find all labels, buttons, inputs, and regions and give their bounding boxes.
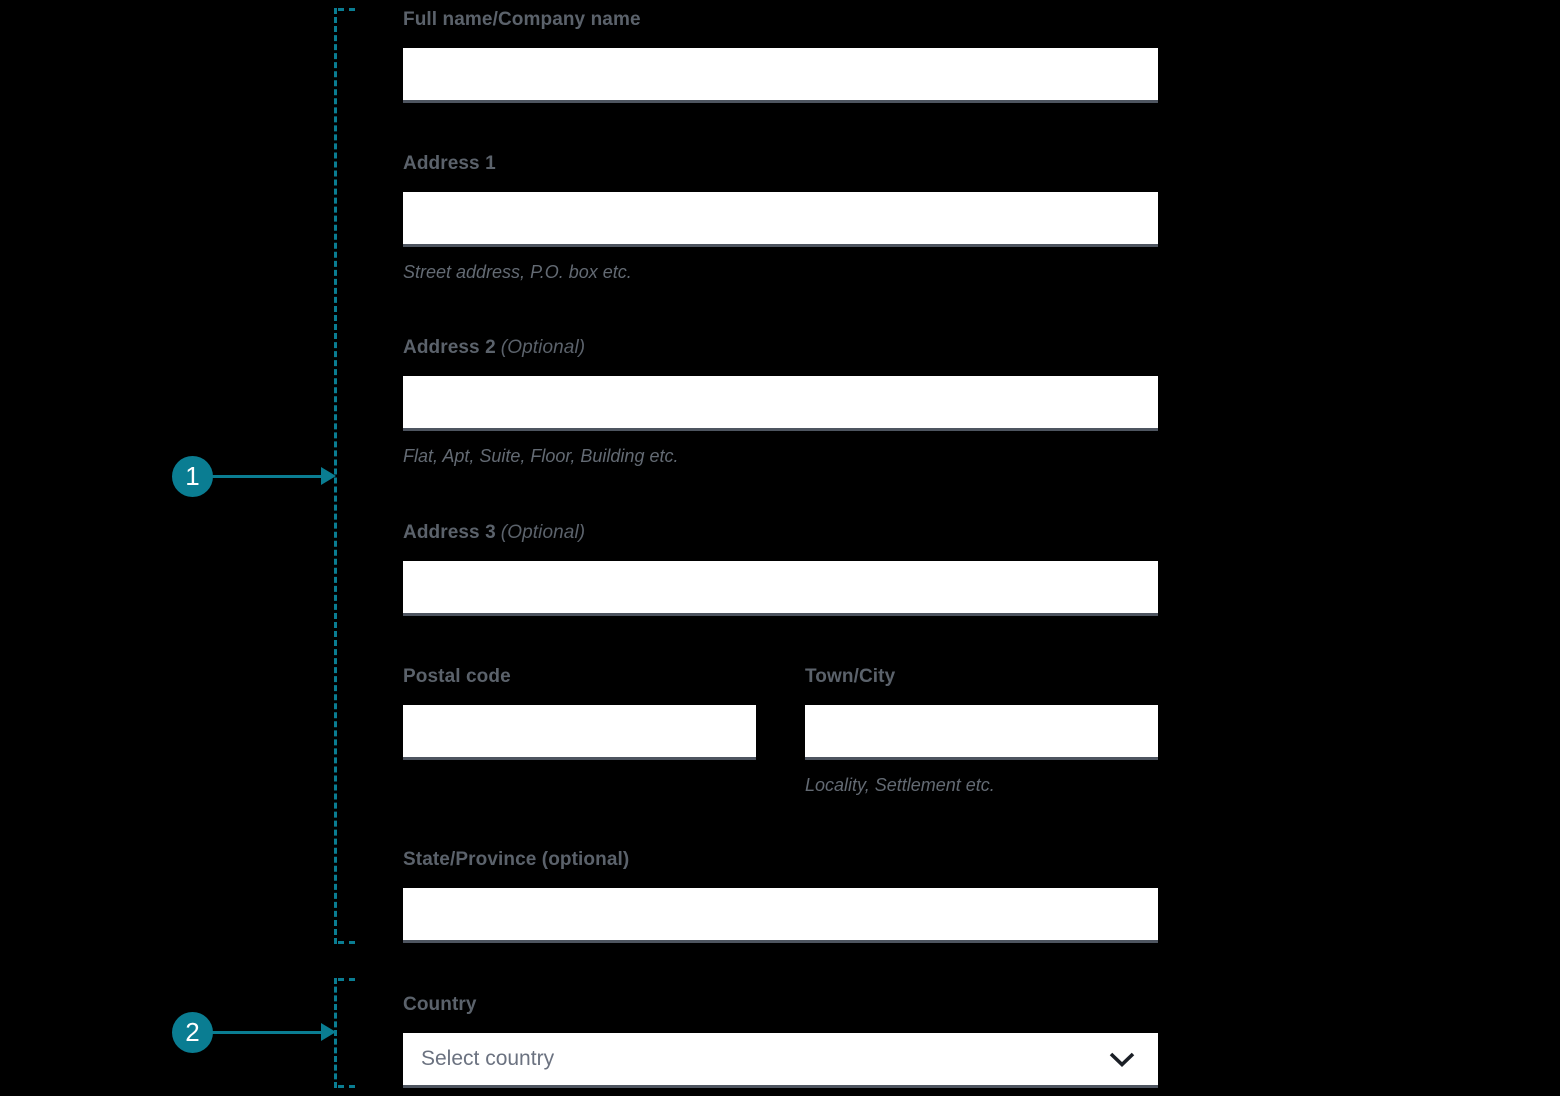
field-group-state-province: State/Province (optional) xyxy=(403,848,1158,943)
country-label: Country xyxy=(403,994,477,1015)
address3-label: Address 3(Optional) xyxy=(403,522,586,543)
chevron-down-icon xyxy=(1108,1051,1136,1068)
town-city-label: Town/City xyxy=(805,666,896,687)
section-bracket-1-bottom xyxy=(338,941,355,944)
address1-label: Address 1 xyxy=(403,153,496,174)
callout-marker-2-number: 2 xyxy=(185,1017,200,1047)
callout-marker-1: 1 xyxy=(172,456,213,497)
callout-arrow-2-head xyxy=(321,1023,336,1041)
callout-arrow-2 xyxy=(211,1031,322,1034)
address1-helper-text: Street address, P.O. box etc. xyxy=(403,262,632,282)
country-select[interactable]: Select country xyxy=(403,1033,1158,1088)
address1-input[interactable] xyxy=(403,192,1158,247)
section-bracket-2-bottom xyxy=(338,1085,355,1088)
section-bracket-2-top xyxy=(338,978,355,981)
address3-input[interactable] xyxy=(403,561,1158,616)
address2-label: Address 2(Optional) xyxy=(403,337,586,358)
postal-code-label: Postal code xyxy=(403,666,511,687)
field-group-full-name: Full name/Company name xyxy=(403,8,1158,103)
field-group-address2: Address 2(Optional) Flat, Apt, Suite, Fl… xyxy=(403,336,1158,467)
address2-optional-suffix: (Optional) xyxy=(500,337,586,358)
postal-code-input[interactable] xyxy=(403,705,756,760)
town-city-helper-text: Locality, Settlement etc. xyxy=(805,775,995,795)
field-group-address3: Address 3(Optional) xyxy=(403,521,1158,616)
state-province-label: State/Province (optional) xyxy=(403,849,630,870)
field-group-town-city: Town/City Locality, Settlement etc. xyxy=(805,665,1158,796)
field-group-country: Country Select country xyxy=(403,993,1158,1088)
field-group-postal-code: Postal code xyxy=(403,665,756,760)
address2-helper-text: Flat, Apt, Suite, Floor, Building etc. xyxy=(403,446,679,466)
section-bracket-1-line xyxy=(334,8,337,944)
section-bracket-2-line xyxy=(334,978,337,1088)
callout-arrow-1 xyxy=(211,475,322,478)
full-name-input[interactable] xyxy=(403,48,1158,103)
field-group-address1: Address 1 Street address, P.O. box etc. xyxy=(403,152,1158,283)
callout-arrow-1-head xyxy=(321,467,336,485)
section-bracket-1-top xyxy=(338,8,355,11)
callout-marker-2: 2 xyxy=(172,1012,213,1053)
country-select-placeholder: Select country xyxy=(421,1047,555,1070)
address2-input[interactable] xyxy=(403,376,1158,431)
town-city-input[interactable] xyxy=(805,705,1158,760)
state-province-input[interactable] xyxy=(403,888,1158,943)
callout-marker-1-number: 1 xyxy=(185,461,200,491)
full-name-label: Full name/Company name xyxy=(403,9,641,30)
address3-optional-suffix: (Optional) xyxy=(500,522,586,543)
